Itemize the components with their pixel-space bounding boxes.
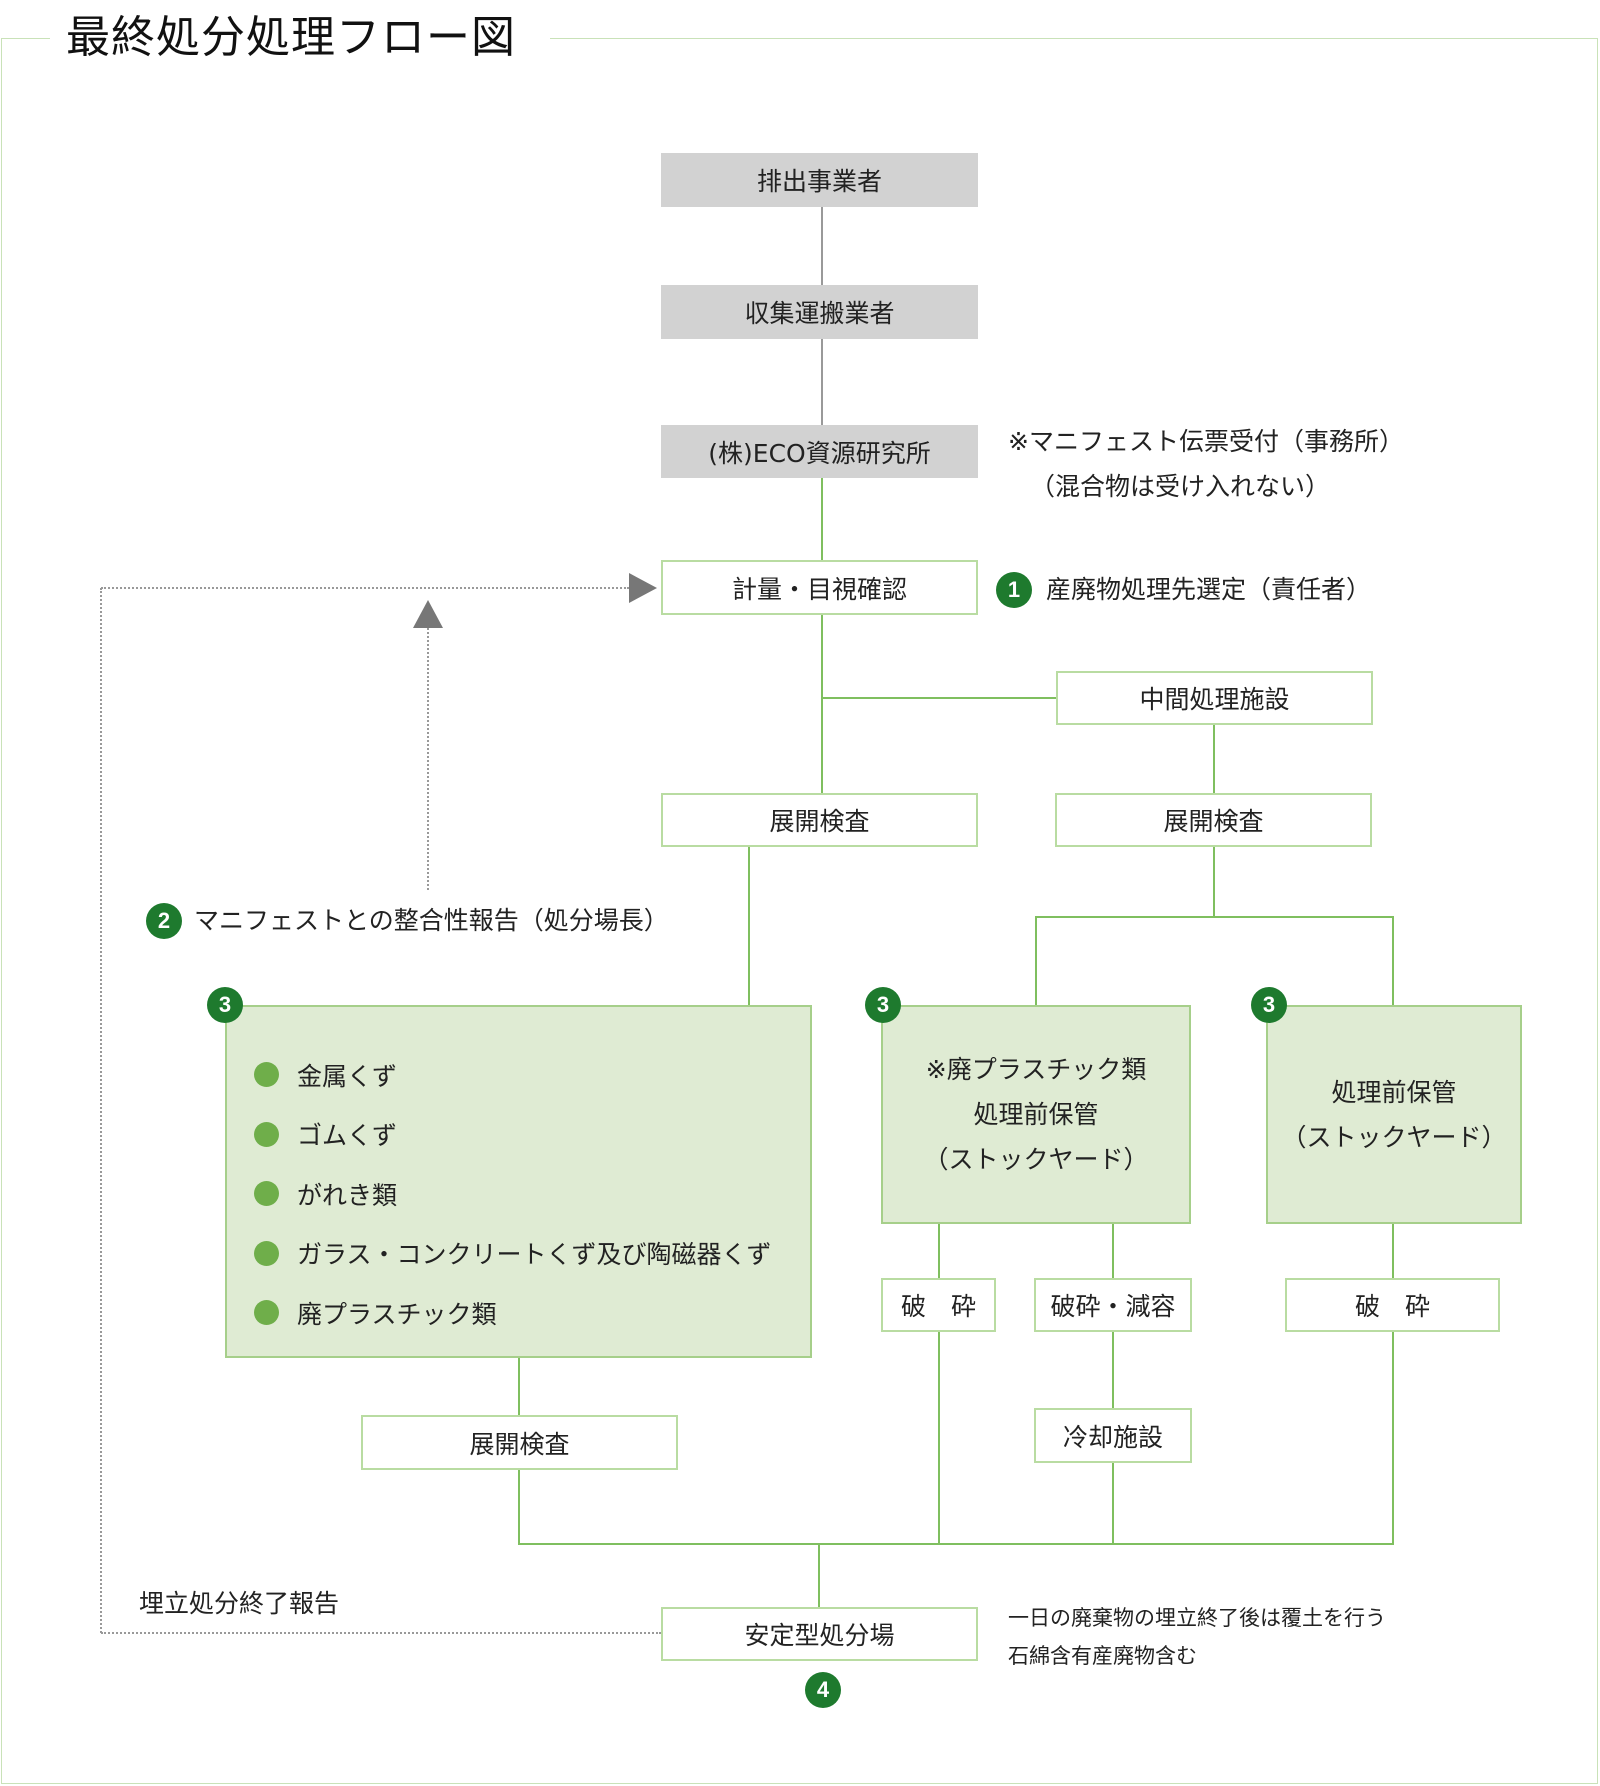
step-badge-2: 2	[146, 903, 182, 939]
bullet-icon	[254, 1300, 279, 1326]
connector	[1392, 1224, 1394, 1278]
node-crush-right: 破 砕	[1285, 1278, 1500, 1332]
connector	[1392, 916, 1394, 1005]
step1-label: 産廃物処理先選定（責任者）	[1046, 575, 1372, 604]
storage-line: （ストックヤード）	[1281, 1122, 1507, 1152]
arrow-right-icon	[629, 573, 657, 603]
storage-line: （ストックヤード）	[923, 1145, 1149, 1174]
connector	[518, 1470, 520, 1545]
storage-general-box: 処理前保管 （ストックヤード）	[1266, 1005, 1522, 1224]
bullet-icon	[254, 1121, 279, 1147]
connector	[748, 847, 750, 1005]
list-item-label: ゴムくず	[297, 1121, 398, 1151]
node-intermediate: 中間処理施設	[1056, 671, 1373, 725]
node-collector: 収集運搬業者	[661, 285, 978, 339]
node-emitter: 排出事業者	[661, 153, 978, 207]
storage-plastic-box: ※廃プラスチック類 処理前保管 （ストックヤード）	[881, 1005, 1191, 1224]
diagram-frame	[1, 38, 1598, 1784]
bullet-icon	[254, 1062, 279, 1088]
page-title: 最終処分処理フロー図	[52, 8, 530, 68]
landfill-note1: 一日の廃棄物の埋立終了後は覆土を行う	[1008, 1606, 1386, 1630]
connector	[818, 1543, 820, 1607]
node-company: (株)ECO資源研究所	[661, 425, 978, 478]
connector	[1112, 1463, 1114, 1543]
bullet-icon	[254, 1240, 279, 1266]
node-inspection-right: 展開検査	[1055, 793, 1372, 847]
waste-types-box	[225, 1005, 812, 1358]
connector	[1392, 1332, 1394, 1545]
storage-line: 処理前保管	[973, 1100, 1099, 1129]
list-item: ガラス・コンクリートくず及び陶磁器くず	[250, 1224, 772, 1284]
connector	[1112, 1332, 1114, 1408]
step-badge-3: 3	[865, 987, 901, 1023]
connector	[822, 697, 1056, 699]
connector	[1035, 916, 1394, 918]
connector	[518, 1358, 520, 1415]
connector	[938, 1332, 940, 1543]
arrow-up-icon	[413, 600, 443, 628]
connector	[821, 478, 823, 560]
node-crush-left: 破 砕	[881, 1278, 996, 1332]
node-inspection-bottom: 展開検査	[361, 1415, 678, 1470]
step-badge-4: 4	[805, 1672, 841, 1708]
feedback-line	[101, 1632, 661, 1634]
connector	[821, 615, 823, 793]
node-crush-reduce: 破砕・減容	[1034, 1278, 1192, 1332]
connector	[821, 339, 823, 425]
connector	[938, 1224, 940, 1278]
landfill-report-label: 埋立処分終了報告	[139, 1589, 340, 1618]
list-item-label: 金属くず	[297, 1061, 398, 1091]
manifest-note-line1: ※マニフェスト伝票受付（事務所）	[1008, 427, 1404, 456]
list-item: 廃プラスチック類	[250, 1283, 772, 1343]
feedback-line	[100, 588, 102, 1633]
connector	[518, 1543, 1394, 1545]
landfill-note2: 石綿含有産廃物含む	[1008, 1644, 1197, 1668]
connector	[1213, 847, 1215, 917]
waste-types-list: 金属くず ゴムくず がれき類 ガラス・コンクリートくず及び陶磁器くず 廃プラスチ…	[250, 1045, 772, 1343]
list-item: ゴムくず	[250, 1105, 772, 1165]
step-badge-3: 3	[207, 987, 243, 1023]
storage-line: ※廃プラスチック類	[925, 1055, 1147, 1084]
connector	[1112, 1224, 1114, 1278]
step-badge-3: 3	[1251, 987, 1287, 1023]
storage-line: 処理前保管	[1331, 1077, 1457, 1107]
list-item-label: がれき類	[297, 1180, 398, 1210]
list-item: 金属くず	[250, 1045, 772, 1105]
node-inspection-left: 展開検査	[661, 793, 978, 847]
node-weighing: 計量・目視確認	[661, 560, 978, 615]
step-badge-1: 1	[996, 572, 1032, 608]
connector	[821, 207, 823, 285]
node-landfill: 安定型処分場	[661, 1607, 978, 1661]
connector	[1035, 916, 1037, 1005]
manifest-note-line2: （混合物は受け入れない）	[1030, 472, 1331, 501]
list-item-label: ガラス・コンクリートくず及び陶磁器くず	[297, 1240, 772, 1270]
list-item-label: 廃プラスチック類	[297, 1299, 497, 1329]
bullet-icon	[254, 1181, 279, 1207]
list-item: がれき類	[250, 1164, 772, 1224]
feedback-line	[101, 587, 629, 589]
feedback-line	[427, 628, 429, 890]
step2-label: マニフェストとの整合性報告（処分場長）	[194, 906, 669, 935]
connector	[1213, 725, 1215, 793]
node-cooling: 冷却施設	[1034, 1408, 1192, 1463]
